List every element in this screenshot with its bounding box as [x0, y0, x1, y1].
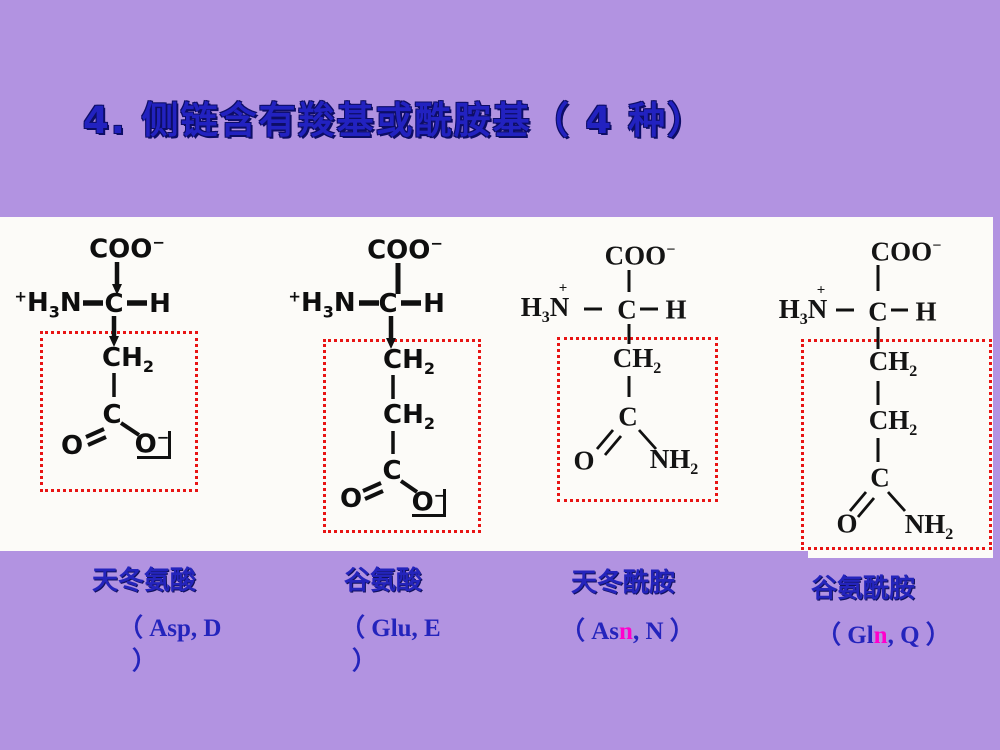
- ch2-group: CH2: [383, 399, 435, 434]
- ch2-group: CH2: [612, 342, 662, 378]
- amino-acid-name: 天冬氨酸: [92, 566, 197, 596]
- amino-charge: +: [816, 282, 826, 299]
- sidechain-box-gln: [801, 339, 992, 550]
- carboxylate-bracket: [137, 431, 171, 459]
- sidechain-box-glu: [323, 339, 481, 533]
- carboxyl-group: COO−: [604, 240, 676, 271]
- ch2-group: CH2: [868, 345, 918, 381]
- oxygen-right: O−: [134, 428, 170, 460]
- alpha-carbon: C: [617, 294, 637, 325]
- ch2-group: CH2: [868, 404, 918, 440]
- alpha-hydrogen: H: [423, 289, 445, 319]
- amino-group: H3N: [778, 293, 828, 329]
- alpha-carbon: C: [378, 289, 398, 319]
- sidechain-box-asp: [40, 331, 198, 492]
- sidechain-box-asn: [557, 337, 718, 502]
- amino-acid-code: ）: [132, 648, 158, 675]
- amino-acid-name: 谷氨酰胺: [811, 574, 916, 604]
- page-title: 4. 侧链含有羧基或酰胺基（ 4 种）: [83, 99, 707, 142]
- carbonyl-carbon: C: [618, 401, 638, 432]
- amino-acid-code: （ Gln, Q ）: [816, 622, 951, 649]
- carboxyl-group: COO−: [367, 234, 443, 266]
- amino-group: H3N: [520, 291, 570, 327]
- alpha-hydrogen: H: [149, 289, 171, 319]
- carboxylate-bracket: [412, 489, 446, 517]
- alpha-hydrogen: H: [915, 296, 937, 327]
- oxygen-right: O−: [411, 486, 447, 518]
- amino-group: +H3N: [14, 287, 82, 322]
- amino-charge: +: [558, 280, 568, 297]
- alpha-carbon: C: [104, 289, 124, 319]
- carbonyl-carbon: C: [870, 462, 890, 493]
- amino-group: +H3N: [288, 287, 356, 322]
- oxygen-left: O: [573, 445, 595, 476]
- amino-acid-code: ）: [352, 648, 378, 675]
- carboxyl-group: COO−: [870, 236, 942, 267]
- alpha-hydrogen: H: [665, 294, 687, 325]
- amide-group: NH2: [904, 508, 954, 544]
- ch2-group: CH2: [102, 342, 154, 377]
- oxygen-left: O: [60, 431, 84, 461]
- amino-acid-code: （ Glu, E: [340, 615, 441, 642]
- oxygen-left: O: [836, 508, 858, 539]
- carbonyl-carbon: C: [382, 456, 402, 486]
- ch2-group: CH2: [383, 344, 435, 379]
- amide-group: NH2: [649, 443, 699, 479]
- oxygen-left: O: [339, 484, 363, 514]
- carbonyl-carbon: C: [102, 400, 122, 430]
- amino-acid-name: 天冬酰胺: [571, 568, 676, 598]
- carboxyl-group: COO−: [89, 233, 165, 265]
- amino-acid-code: （ Asn, N ）: [560, 618, 695, 645]
- alpha-carbon: C: [868, 296, 888, 327]
- amino-acid-name: 谷氨酸: [344, 566, 423, 596]
- amino-acid-code: （ Asp, D: [118, 615, 222, 642]
